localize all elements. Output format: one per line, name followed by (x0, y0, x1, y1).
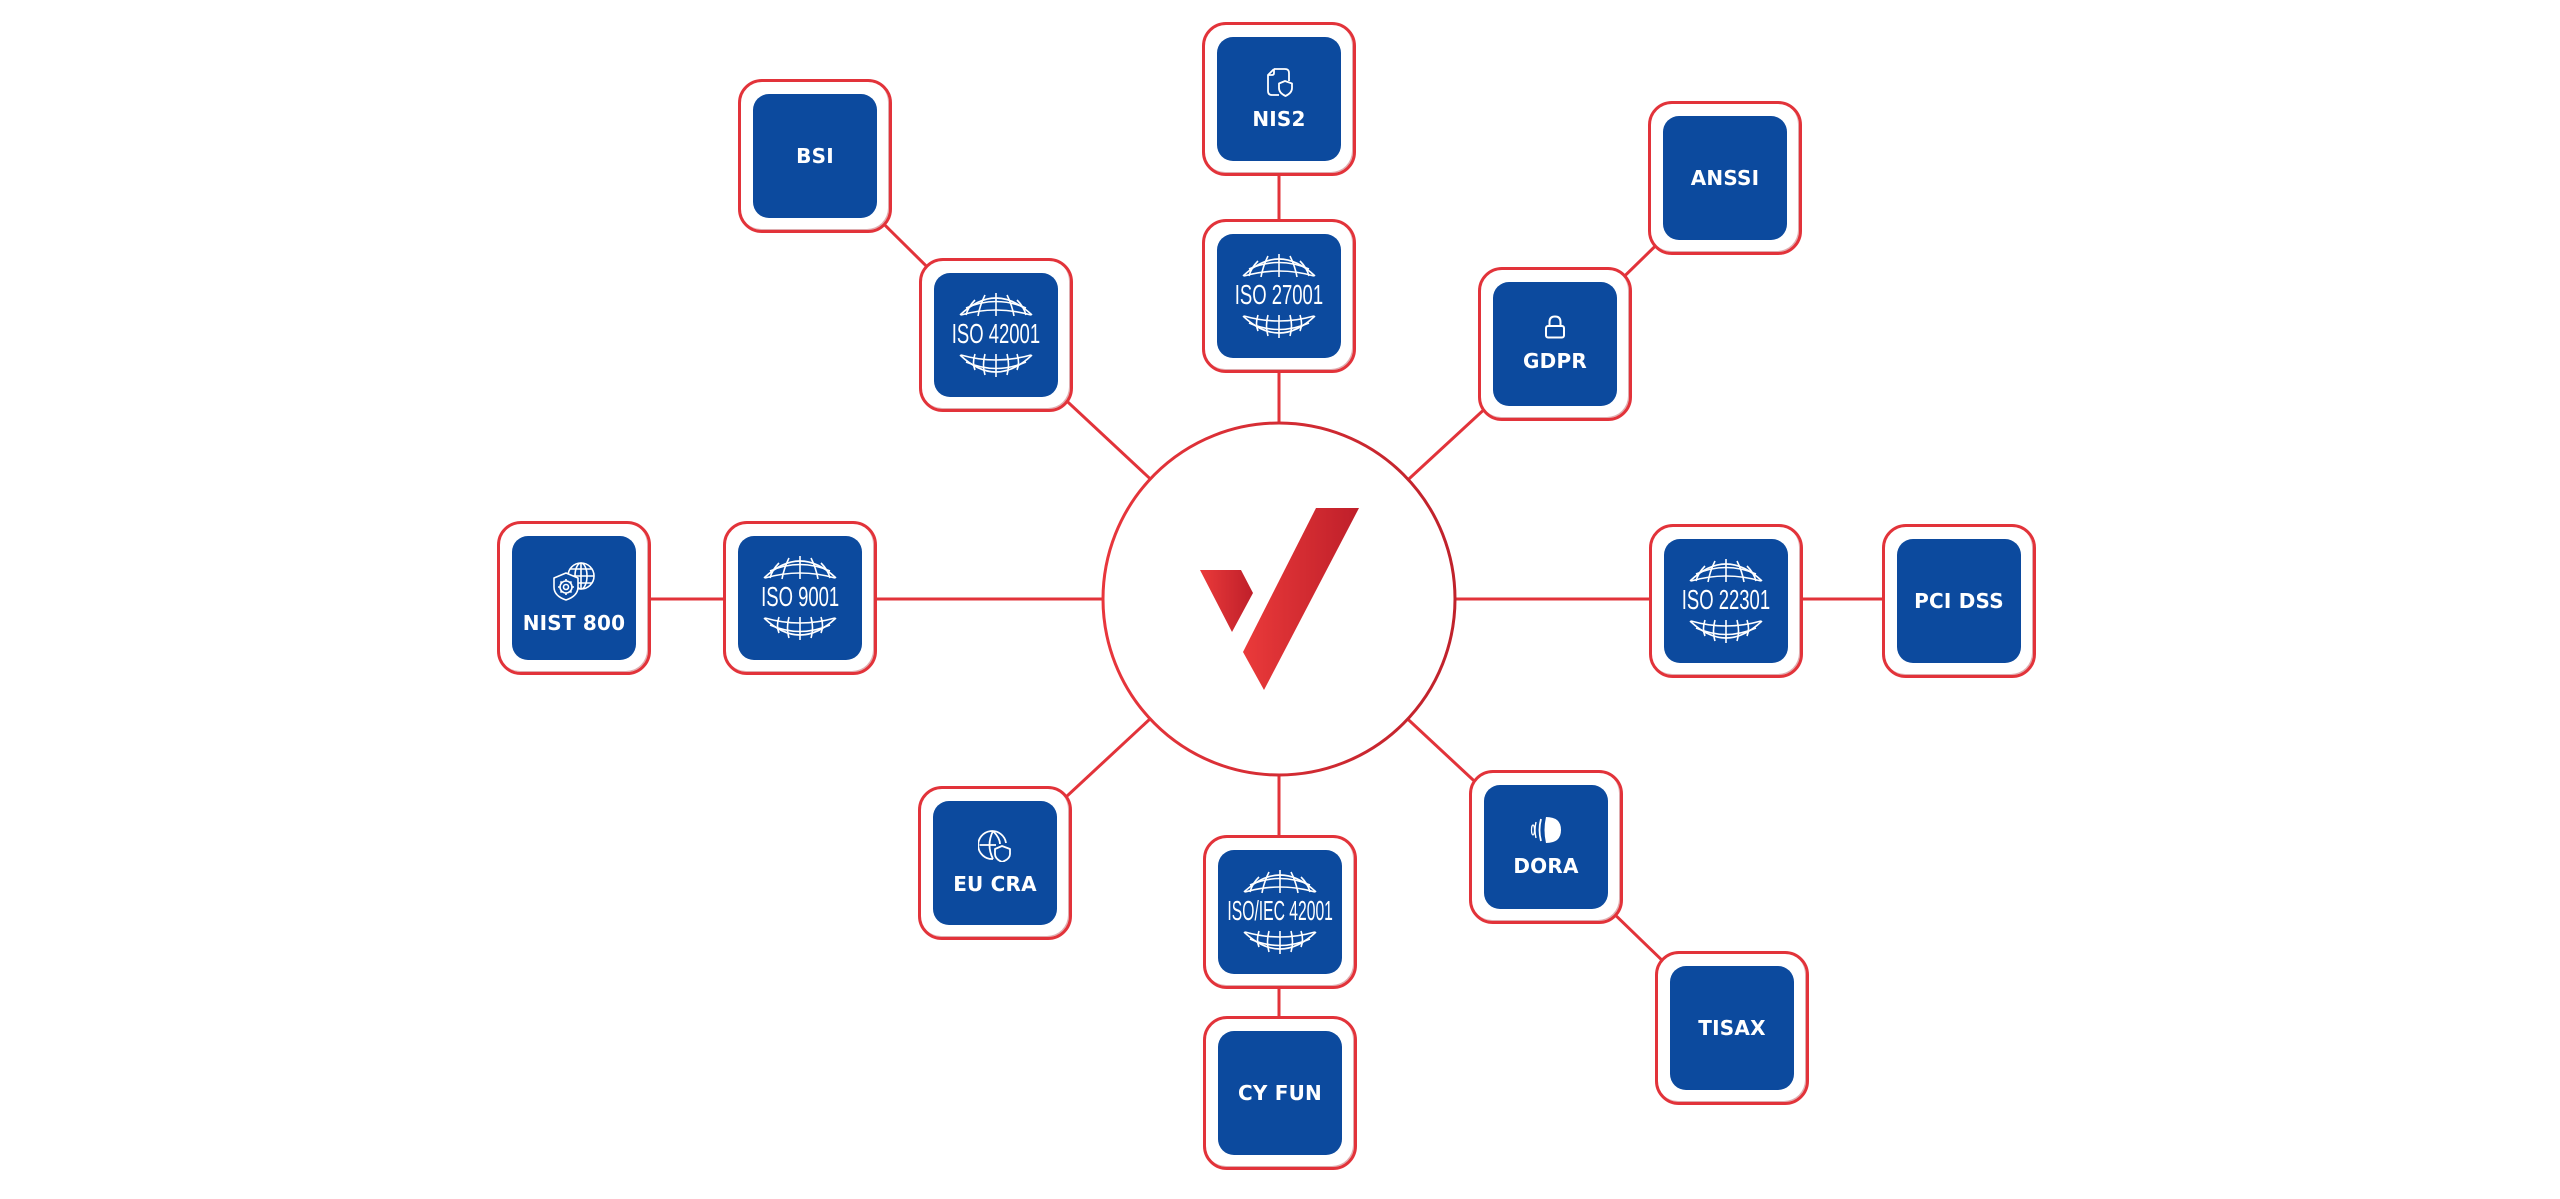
node-label-iso-27001: ISO 27001 (1234, 279, 1324, 310)
tile-nist-800: NIST 800 (512, 536, 636, 660)
globe-bottom-icon (959, 353, 1033, 377)
node-label-dora: DORA (1513, 854, 1579, 878)
node-label-cy-fun: CY FUN (1238, 1081, 1322, 1105)
tile-gdpr: GDPR (1493, 282, 1617, 406)
node-anssi[interactable]: ANSSI (1648, 101, 1802, 255)
node-label-iso-42001: ISO 42001 (951, 318, 1041, 349)
node-label-gdpr: GDPR (1523, 349, 1587, 373)
tile-nis2: NIS2 (1217, 37, 1341, 161)
node-label-iso-iec-42001: ISO/IEC 42001 (1227, 895, 1333, 926)
globe-top-icon (1242, 254, 1316, 278)
node-label-nist-800: NIST 800 (522, 611, 626, 635)
node-eu-cra[interactable]: EU CRA (918, 786, 1072, 940)
globe-bottom-icon (763, 616, 837, 640)
checkmark-logo-small-part (1200, 570, 1253, 632)
node-nis2[interactable]: NIS2 (1202, 22, 1356, 176)
node-label-anssi: ANSSI (1690, 166, 1760, 190)
tile-iso-9001: ISO 9001 (738, 536, 862, 660)
node-iso-iec-42001[interactable]: ISO/IEC 42001 (1203, 835, 1357, 989)
globe-bottom-icon (1243, 930, 1317, 954)
tile-iso-22301: ISO 22301 (1664, 539, 1788, 663)
globe-bottom-icon (1689, 619, 1763, 643)
node-dora[interactable]: DORA (1469, 770, 1623, 924)
checkmark-logo-icon (1200, 508, 1359, 690)
node-label-iso-22301: ISO 22301 (1681, 584, 1771, 615)
tile-iso-27001: ISO 27001 (1217, 234, 1341, 358)
tile-bsi: BSI (753, 94, 877, 218)
globe-top-icon (959, 293, 1033, 317)
tile-tisax: TISAX (1670, 966, 1794, 1090)
document-shield-icon (1267, 68, 1293, 97)
node-label-pci-dss: PCI DSS (1914, 589, 2004, 613)
tile-pci-dss: PCI DSS (1897, 539, 2021, 663)
dora-emblem-icon (1530, 817, 1561, 843)
node-iso-9001[interactable]: ISO 9001 (723, 521, 877, 675)
node-nist-800[interactable]: NIST 800 (497, 521, 651, 675)
globe-top-icon (763, 556, 837, 580)
tile-iso-42001: ISO 42001 (934, 273, 1058, 397)
node-gdpr[interactable]: GDPR (1478, 267, 1632, 421)
node-label-nis2: NIS2 (1252, 107, 1306, 131)
lock-icon (1545, 315, 1565, 339)
node-label-bsi: BSI (796, 144, 834, 168)
node-iso-27001[interactable]: ISO 27001 (1202, 219, 1356, 373)
node-label-tisax: TISAX (1698, 1016, 1766, 1040)
node-iso-22301[interactable]: ISO 22301 (1649, 524, 1803, 678)
globe-bottom-icon (1242, 314, 1316, 338)
node-label-iso-9001: ISO 9001 (760, 581, 840, 612)
globe-top-icon (1689, 559, 1763, 583)
checkmark-logo-large-part (1243, 508, 1359, 690)
node-iso-42001[interactable]: ISO 42001 (919, 258, 1073, 412)
node-tisax[interactable]: TISAX (1655, 951, 1809, 1105)
node-bsi[interactable]: BSI (738, 79, 892, 233)
globe-top-icon (1243, 870, 1317, 894)
node-cy-fun[interactable]: CY FUN (1203, 1016, 1357, 1170)
globe-shield-icon (978, 830, 1011, 862)
tile-dora: DORA (1484, 785, 1608, 909)
tile-iso-iec-42001: ISO/IEC 42001 (1218, 850, 1342, 974)
tile-eu-cra: EU CRA (933, 801, 1057, 925)
node-pci-dss[interactable]: PCI DSS (1882, 524, 2036, 678)
node-label-eu-cra: EU CRA (953, 872, 1037, 896)
tile-cy-fun: CY FUN (1218, 1031, 1342, 1155)
tile-anssi: ANSSI (1663, 116, 1787, 240)
shield-gear-globe-icon (553, 562, 595, 601)
